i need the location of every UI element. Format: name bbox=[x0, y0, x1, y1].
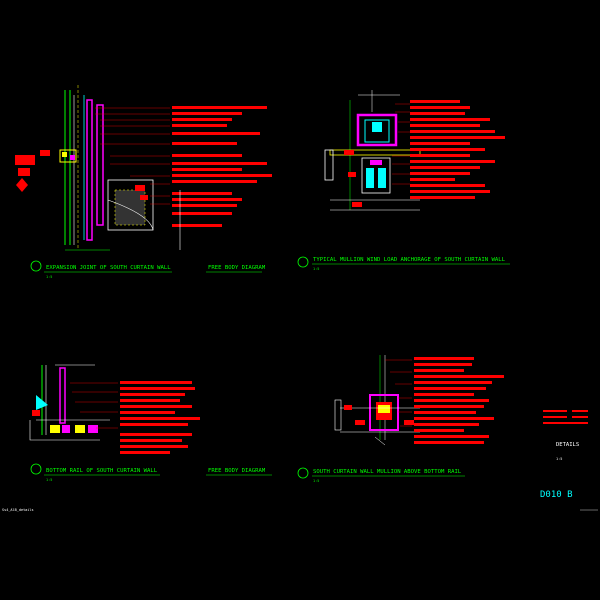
annotation-notes bbox=[414, 357, 504, 444]
revision-notes bbox=[543, 410, 588, 424]
detail-title: FREE BODY DIAGRAM bbox=[208, 265, 266, 271]
annotation-notes bbox=[120, 381, 200, 454]
bracket bbox=[59, 149, 77, 163]
mullion-gasket bbox=[370, 160, 382, 165]
bracket bbox=[334, 399, 342, 431]
detail-bottom-rail: BOTTOM RAIL OF SOUTH CURTAIN WALL 1:5 FR… bbox=[29, 364, 272, 482]
annotation-tag bbox=[355, 420, 365, 425]
title-block-scale: 1:5 bbox=[556, 457, 562, 461]
annotation-tag bbox=[352, 202, 362, 207]
anchor-inner bbox=[364, 119, 390, 143]
detail-title: EXPANSION JOINT OF SOUTH CURTAIN WALL bbox=[46, 265, 171, 271]
detail-expansion-joint: EXPANSION JOINT OF SOUTH CURTAIN WALL 1:… bbox=[15, 85, 272, 279]
anchor-bolt bbox=[372, 122, 382, 132]
annotation-notes bbox=[410, 100, 505, 199]
bracket bbox=[50, 425, 60, 433]
annotation-tag bbox=[135, 185, 145, 191]
mullion-glass bbox=[378, 168, 386, 188]
detail-mullion-above-rail: SOUTH CURTAIN WALL MULLION ABOVE BOTTOM … bbox=[297, 355, 504, 483]
glass-edge bbox=[36, 395, 48, 410]
bracket-bolt bbox=[70, 155, 75, 160]
annotation-tag bbox=[40, 150, 50, 156]
detail-title: BOTTOM RAIL OF SOUTH CURTAIN WALL bbox=[46, 468, 158, 474]
leader-lines bbox=[95, 107, 170, 205]
annotation-tag bbox=[32, 410, 40, 416]
mullion-glass bbox=[366, 168, 374, 188]
dimension-line bbox=[374, 436, 386, 446]
detail-marker-icon bbox=[297, 256, 309, 268]
annotation-tag bbox=[348, 172, 356, 177]
leader-lines bbox=[385, 359, 412, 427]
leader-lines bbox=[392, 103, 410, 185]
annotation-tag bbox=[140, 195, 148, 200]
anchor-bolt bbox=[378, 405, 390, 413]
bracket bbox=[62, 425, 70, 433]
detail-marker-icon bbox=[30, 260, 42, 272]
mullion-section bbox=[361, 157, 391, 194]
sheet-number: D010 B bbox=[540, 490, 573, 500]
bracket-bolt bbox=[62, 152, 67, 157]
anchor-box bbox=[369, 394, 399, 431]
annotation-tag bbox=[404, 420, 414, 425]
sill bbox=[29, 420, 100, 441]
anchor-box bbox=[356, 113, 398, 147]
section-marker bbox=[16, 178, 28, 192]
steel-plate bbox=[96, 104, 104, 226]
bracket bbox=[324, 149, 334, 181]
annotation-notes bbox=[172, 106, 272, 227]
annotation-tag bbox=[18, 168, 30, 176]
detail-title: TYPICAL MULLION WIND LOAD ANCHORAGE OF S… bbox=[313, 257, 506, 263]
title-block-heading: DETAILS bbox=[556, 442, 579, 448]
steel-plate bbox=[86, 99, 93, 241]
leader-lines bbox=[70, 382, 118, 429]
detail-mullion-anchorage: TYPICAL MULLION WIND LOAD ANCHORAGE OF S… bbox=[297, 90, 510, 271]
transom bbox=[329, 149, 421, 156]
detail-title: FREE BODY DIAGRAM bbox=[208, 468, 266, 474]
detail-marker-icon bbox=[30, 463, 42, 475]
annotation-tag bbox=[344, 405, 352, 410]
detail-marker-icon bbox=[297, 467, 309, 479]
bracket bbox=[75, 425, 85, 433]
steel-plate bbox=[59, 367, 66, 424]
annotation-tag bbox=[15, 155, 35, 165]
title-block: DETAILS 1:5 D010 B bbox=[540, 410, 598, 511]
bracket bbox=[88, 425, 98, 433]
detail-scale: 1:5 bbox=[313, 479, 319, 483]
detail-scale: 1:5 bbox=[46, 478, 52, 482]
concrete-slab bbox=[107, 179, 154, 231]
annotation-tag bbox=[344, 150, 354, 155]
detail-scale: 1:5 bbox=[46, 275, 52, 279]
drawing-filename: Ss4_AlB_details bbox=[2, 508, 34, 512]
slab-edge bbox=[107, 199, 154, 231]
detail-title: SOUTH CURTAIN WALL MULLION ABOVE BOTTOM … bbox=[313, 469, 462, 475]
detail-scale: 1:5 bbox=[313, 267, 319, 271]
